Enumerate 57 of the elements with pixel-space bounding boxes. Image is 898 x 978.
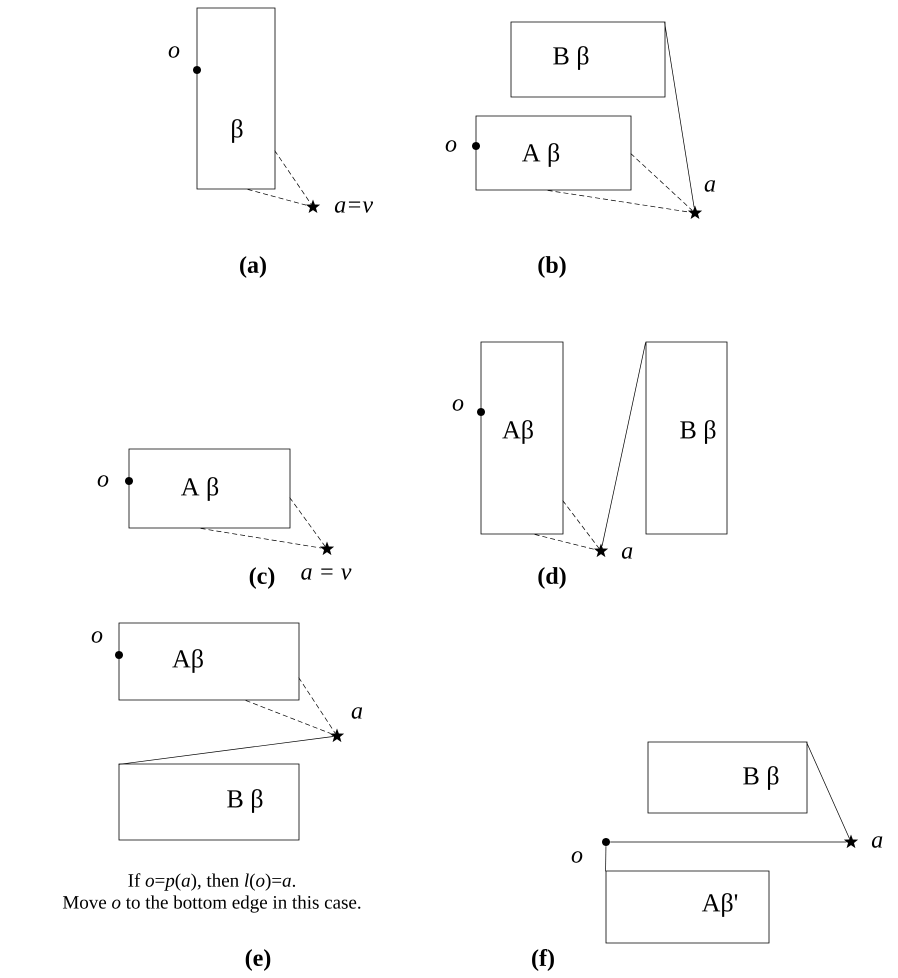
connector-line [806,742,850,839]
point-label: a [622,547,632,559]
point-label: a [704,180,716,192]
connector-line [245,700,331,734]
star-marker [594,544,608,558]
panel-label: (e) [246,949,270,971]
dot [477,408,485,416]
dot [602,838,610,846]
connector-line [274,150,312,204]
star-marker [330,728,344,742]
rectangle: B β [510,22,666,98]
point-label: a [352,707,362,719]
rectangle: B β [648,742,808,814]
connector-line [247,189,306,206]
panel-label: (b) [538,256,566,278]
rectangle: Aβ' [606,870,770,944]
star-marker [844,834,858,848]
panel-label: (a) [240,256,266,278]
point-label: a=v [334,201,374,213]
connector-line [630,153,692,211]
panel-label: (f) [532,949,554,971]
connector-line [605,846,606,872]
dot [125,477,133,485]
dot [115,651,123,659]
rectangle: Aβ [118,622,300,700]
point-label: a = v [301,568,352,580]
connector-line [118,736,334,765]
panel-label: (d) [538,567,566,589]
point-label: o [92,631,102,643]
caption-text: If o=p(a), then l(o)=a. [128,873,296,891]
point-label: o [446,140,456,152]
rectangle: B β [646,342,728,534]
point-label: o [168,46,180,58]
connector-line [200,528,322,548]
connector-line [547,190,690,212]
rectangle: A β [128,448,290,528]
point-label: o [98,475,108,487]
panel-label: (c) [250,567,274,589]
point-label: a [872,836,882,848]
connector-line [298,677,336,734]
rectangle: Aβ [480,342,564,534]
star-marker [688,206,702,220]
rectangle: β [196,8,276,190]
connector-line [602,342,646,546]
caption-text: Move o to the bottom edge in this case. [62,895,360,913]
dot [193,66,201,74]
star-marker [320,542,334,556]
connector-line [664,22,694,208]
connector-line [289,497,326,547]
connector-line [562,500,600,549]
rectangle: A β [476,116,632,190]
star-marker [306,200,320,214]
point-label: o [452,399,464,411]
connector-line [534,534,595,550]
dot [472,142,480,150]
rectangle: B β [118,764,300,840]
point-label: o [572,851,582,863]
